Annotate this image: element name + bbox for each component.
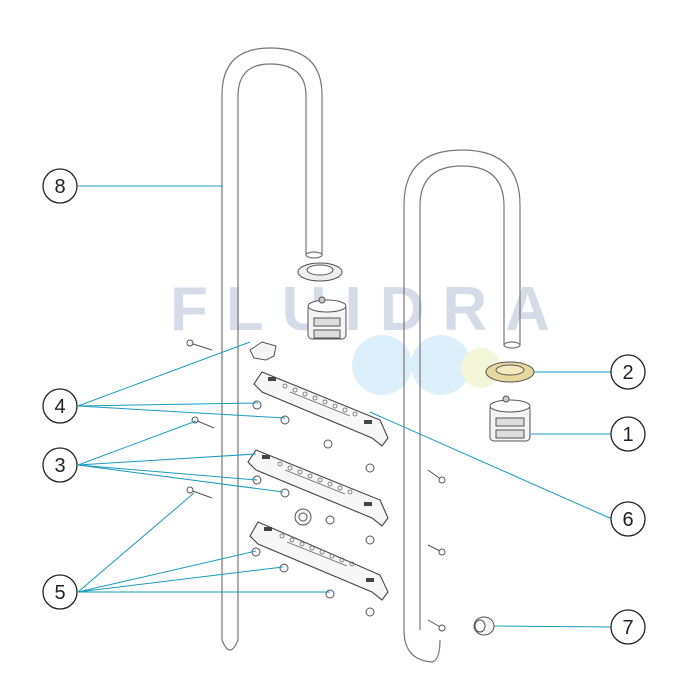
leader-7 (493, 625, 613, 628)
leader-3d (77, 464, 284, 493)
leader-4c (77, 405, 286, 419)
end-cap-part-7 (473, 616, 495, 636)
leader-lines (77, 185, 613, 628)
callout-3-label: 3 (54, 455, 65, 477)
washers (251, 400, 375, 617)
leader-6 (369, 411, 613, 520)
anchor-sleeve-part-1 (489, 395, 531, 442)
callout-5-circle (42, 574, 78, 610)
leader-3a (77, 420, 197, 466)
leader-5c (77, 566, 284, 593)
left-handrail (221, 47, 323, 651)
watermark-logo-circle-left (352, 335, 412, 395)
tread-middle (247, 449, 389, 527)
callout-circles (42, 168, 646, 645)
callout-2-circle (610, 354, 646, 390)
anchor-sleeve-left (307, 296, 347, 340)
bolts-right (427, 469, 446, 632)
escutcheon-left (297, 262, 343, 282)
leader-4b (77, 402, 259, 407)
callout-3-circle (42, 447, 78, 483)
callout-1-label: 1 (622, 424, 633, 446)
callout-4-label: 4 (54, 396, 65, 418)
callout-labels: 8 4 3 5 2 1 6 7 (54, 176, 633, 639)
callout-4-circle (42, 388, 78, 424)
leader-5a (77, 492, 195, 593)
callout-2-label: 2 (622, 362, 633, 384)
leader-3c (77, 464, 258, 481)
callout-7-circle (610, 609, 646, 645)
leader-4a (77, 341, 251, 407)
callout-7-label: 7 (622, 617, 633, 639)
callout-6-label: 6 (622, 509, 633, 531)
cap-middle (294, 508, 312, 526)
escutcheon-part-2 (485, 361, 535, 383)
watermark-text: FLUIDRA (170, 275, 568, 344)
leader-3b (77, 453, 257, 466)
tread-bottom (249, 521, 389, 601)
callout-8-label: 8 (54, 176, 65, 198)
callout-1-circle (610, 416, 646, 452)
callout-5-label: 5 (54, 582, 65, 604)
watermark-logo-circle-right (411, 335, 471, 395)
tread-top (253, 371, 389, 447)
callout-6-circle (610, 501, 646, 537)
clamp-part-4 (249, 341, 277, 361)
fluidra-watermark: FLUIDRA (170, 275, 568, 395)
right-handrail (403, 149, 521, 663)
callout-8-circle (42, 168, 78, 204)
leader-5b (77, 550, 257, 593)
